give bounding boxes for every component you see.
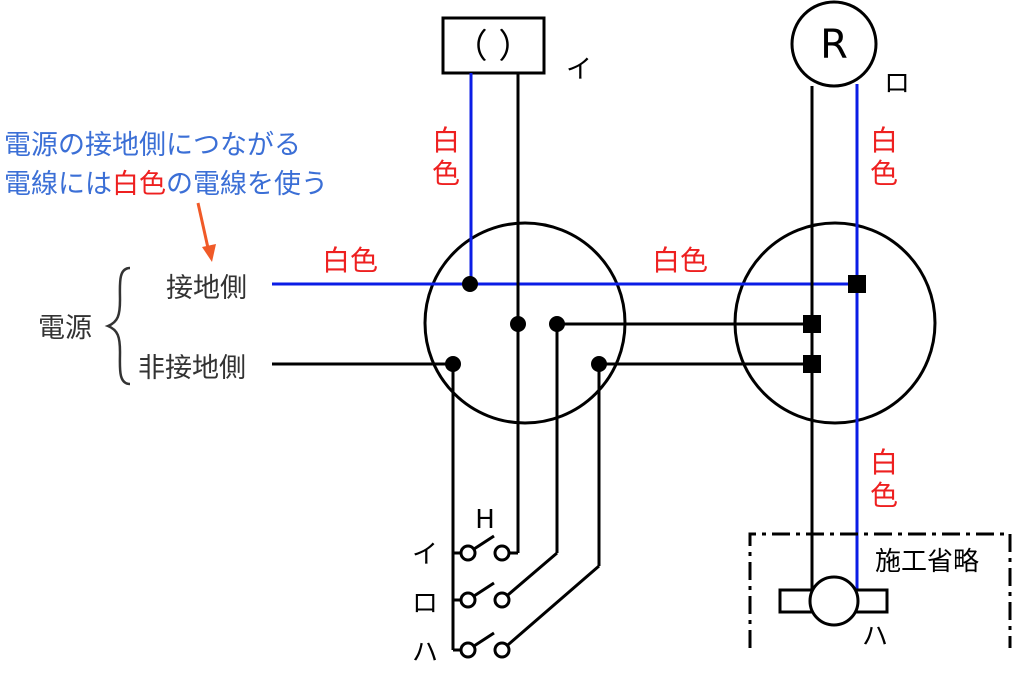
- construction-omitted-label: 施工省略: [875, 547, 979, 577]
- note-arrow-head: [202, 244, 216, 262]
- white-label-bottom-right-1: 白: [870, 446, 898, 479]
- connection-dot: [591, 356, 607, 372]
- connection-square: [803, 315, 821, 333]
- lamp-ha-symbol: [808, 575, 860, 627]
- construction-omitted-box: [748, 532, 1012, 648]
- switch-ro-label: ロ: [412, 589, 438, 619]
- lamp-ha-tag: ハ: [862, 622, 888, 652]
- power-source-brace: [104, 266, 131, 386]
- lamp-i-box: [441, 16, 546, 75]
- switch-ha-label: ハ: [412, 638, 438, 668]
- white-label-mid-right: 白色: [652, 244, 708, 277]
- white-label-top-left-2: 色: [432, 157, 460, 190]
- white-label-mid-left: 白色: [322, 244, 378, 277]
- black-wire-switch-ro-diag: [501, 551, 558, 602]
- note-line-2-a: 電線には: [4, 169, 112, 200]
- connection-square: [848, 275, 866, 293]
- white-label-top-left-1: 白: [432, 124, 460, 157]
- lamp-i-tag: イ: [566, 55, 592, 85]
- connection-dot: [445, 356, 461, 372]
- connection-dot: [549, 316, 565, 332]
- grounded-side-label: 接地側: [166, 273, 247, 304]
- connection-dot: [462, 276, 478, 292]
- receptacle-r-symbol: [790, 0, 878, 88]
- note-line-2-b: 白色: [112, 169, 166, 200]
- connection-square: [803, 355, 821, 373]
- black-wire-switch-ha-diag: [501, 564, 600, 652]
- switch-i-label: イ: [412, 540, 438, 570]
- white-label-top-right-2: 色: [870, 157, 898, 190]
- switch-ha: [453, 631, 511, 659]
- receptacle-r-label: R: [820, 22, 848, 68]
- receptacle-ro-tag: ロ: [884, 69, 910, 99]
- note-arrow-shaft: [196, 202, 210, 249]
- switch-i: [453, 534, 518, 562]
- ungrounded-side-label: 非接地側: [138, 353, 246, 384]
- switch-h-label: H: [475, 505, 495, 535]
- note-line-2: 電線には白色の電線を使う: [4, 169, 328, 200]
- lamp-bracket-label: （ ）: [454, 27, 533, 67]
- switch-ro: [453, 581, 511, 609]
- white-label-bottom-right-2: 色: [870, 479, 898, 512]
- note-line-2-c: の電線を使う: [166, 169, 328, 200]
- white-label-top-right-1: 白: [870, 124, 898, 157]
- power-source-label: 電源: [38, 313, 92, 344]
- note-line-1: 電源の接地側につながる: [4, 130, 301, 161]
- connection-dot: [510, 316, 526, 332]
